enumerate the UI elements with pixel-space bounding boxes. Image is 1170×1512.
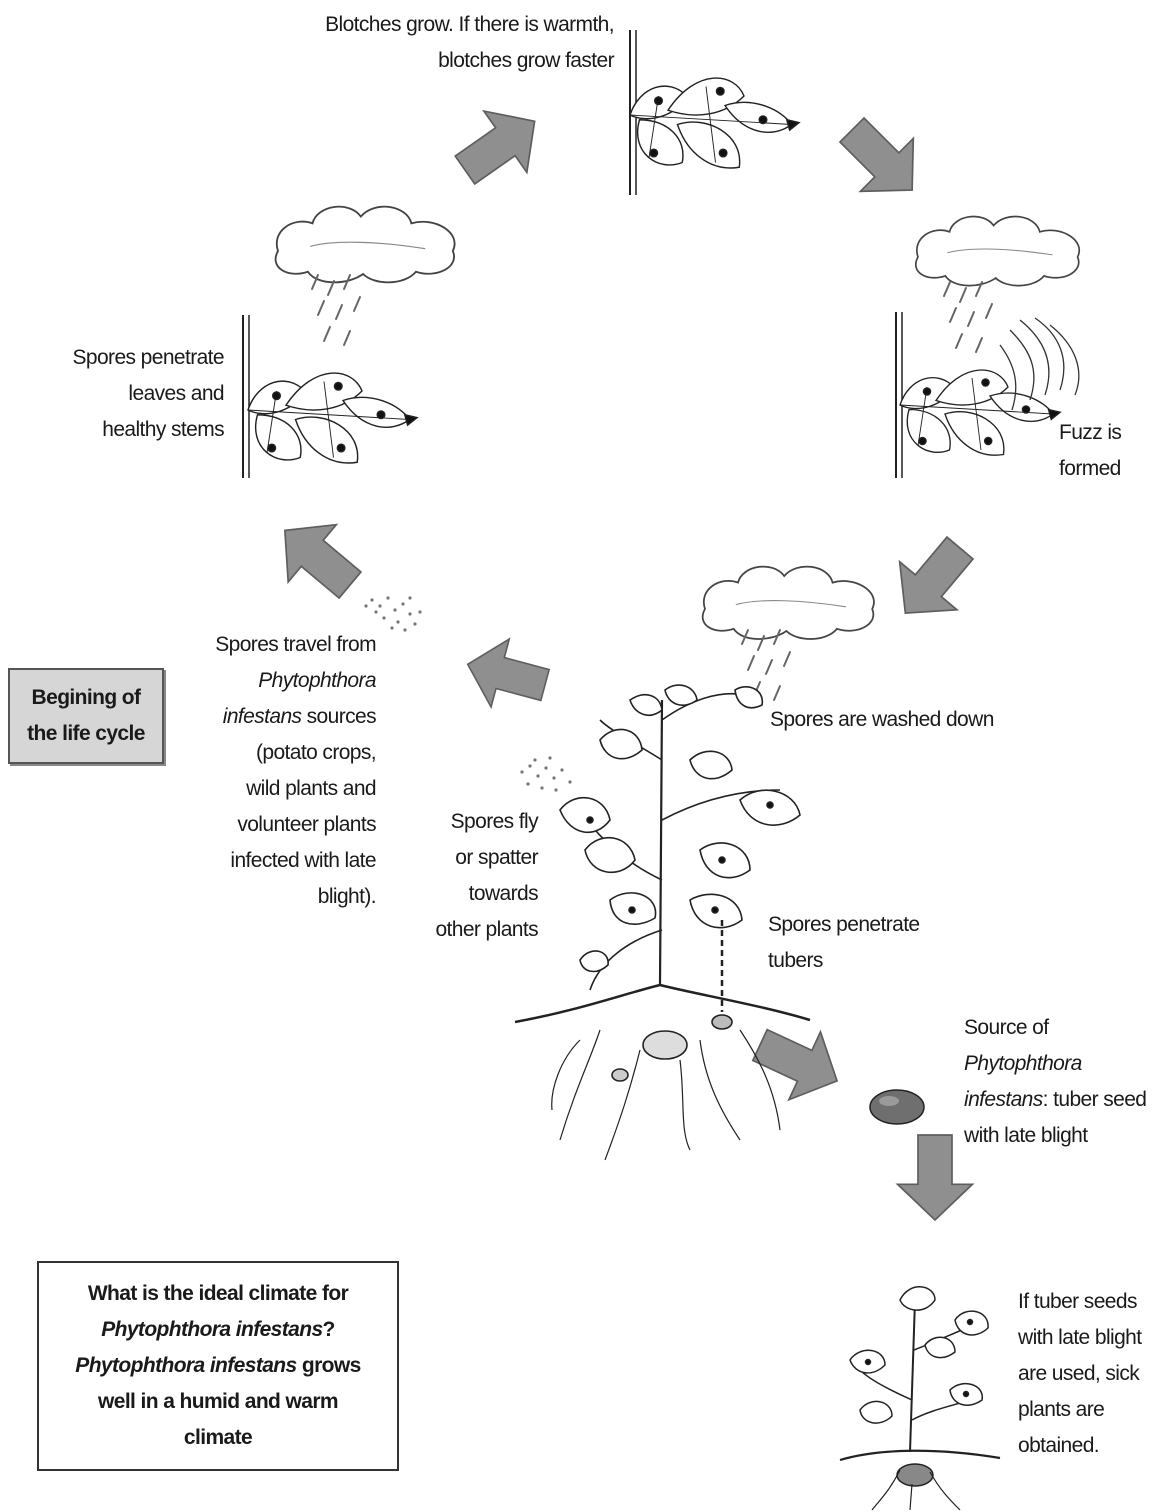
label-sick-plants: If tuber seeds with late blight are used… — [1018, 1284, 1166, 1464]
infected-leaves-top — [630, 30, 799, 195]
tuber-seed — [870, 1090, 924, 1124]
arrow-down-right — [826, 104, 939, 217]
rain-cloud-middle — [703, 567, 874, 700]
label-spores-penetrate-tubers: Spores penetrate tubers — [768, 907, 948, 979]
spore-cluster-plant — [520, 756, 571, 791]
label-spores-fly: Spores fly or spatter towards other plan… — [400, 804, 538, 948]
label-spores-washed-down: Spores are washed down — [770, 702, 1030, 738]
rain-cloud-right — [916, 217, 1079, 352]
arrow-up-left-lower — [459, 630, 554, 719]
label-spores-travel: Spores travel from Phytophthora infestan… — [180, 627, 376, 915]
potato-plant — [515, 685, 810, 1160]
arrow-down — [898, 1135, 973, 1220]
label-fuzz-formed: Fuzz is formed — [1059, 415, 1159, 487]
rain-cloud-left — [276, 207, 455, 345]
label-source-tuber-seed: Source of Phytophthora infestans: tuber … — [964, 1010, 1164, 1154]
sick-plant — [840, 1287, 1000, 1510]
arrow-up-right — [444, 91, 557, 201]
ideal-climate-box: What is the ideal climate for Phytophtho… — [37, 1261, 399, 1471]
beginning-of-life-cycle-box: Begining of the life cycle — [8, 668, 164, 764]
infected-leaves-left — [243, 315, 417, 478]
label-blotches-grow: Blotches grow. If there is warmth, blotc… — [296, 7, 614, 79]
arrow-down-left — [877, 524, 989, 637]
fuzzy-leaves-right — [896, 312, 1079, 478]
arrow-to-tuber — [744, 1011, 853, 1115]
arrow-up-left-upper — [261, 502, 374, 614]
label-spores-penetrate-leaves: Spores penetrate leaves and healthy stem… — [54, 340, 224, 448]
